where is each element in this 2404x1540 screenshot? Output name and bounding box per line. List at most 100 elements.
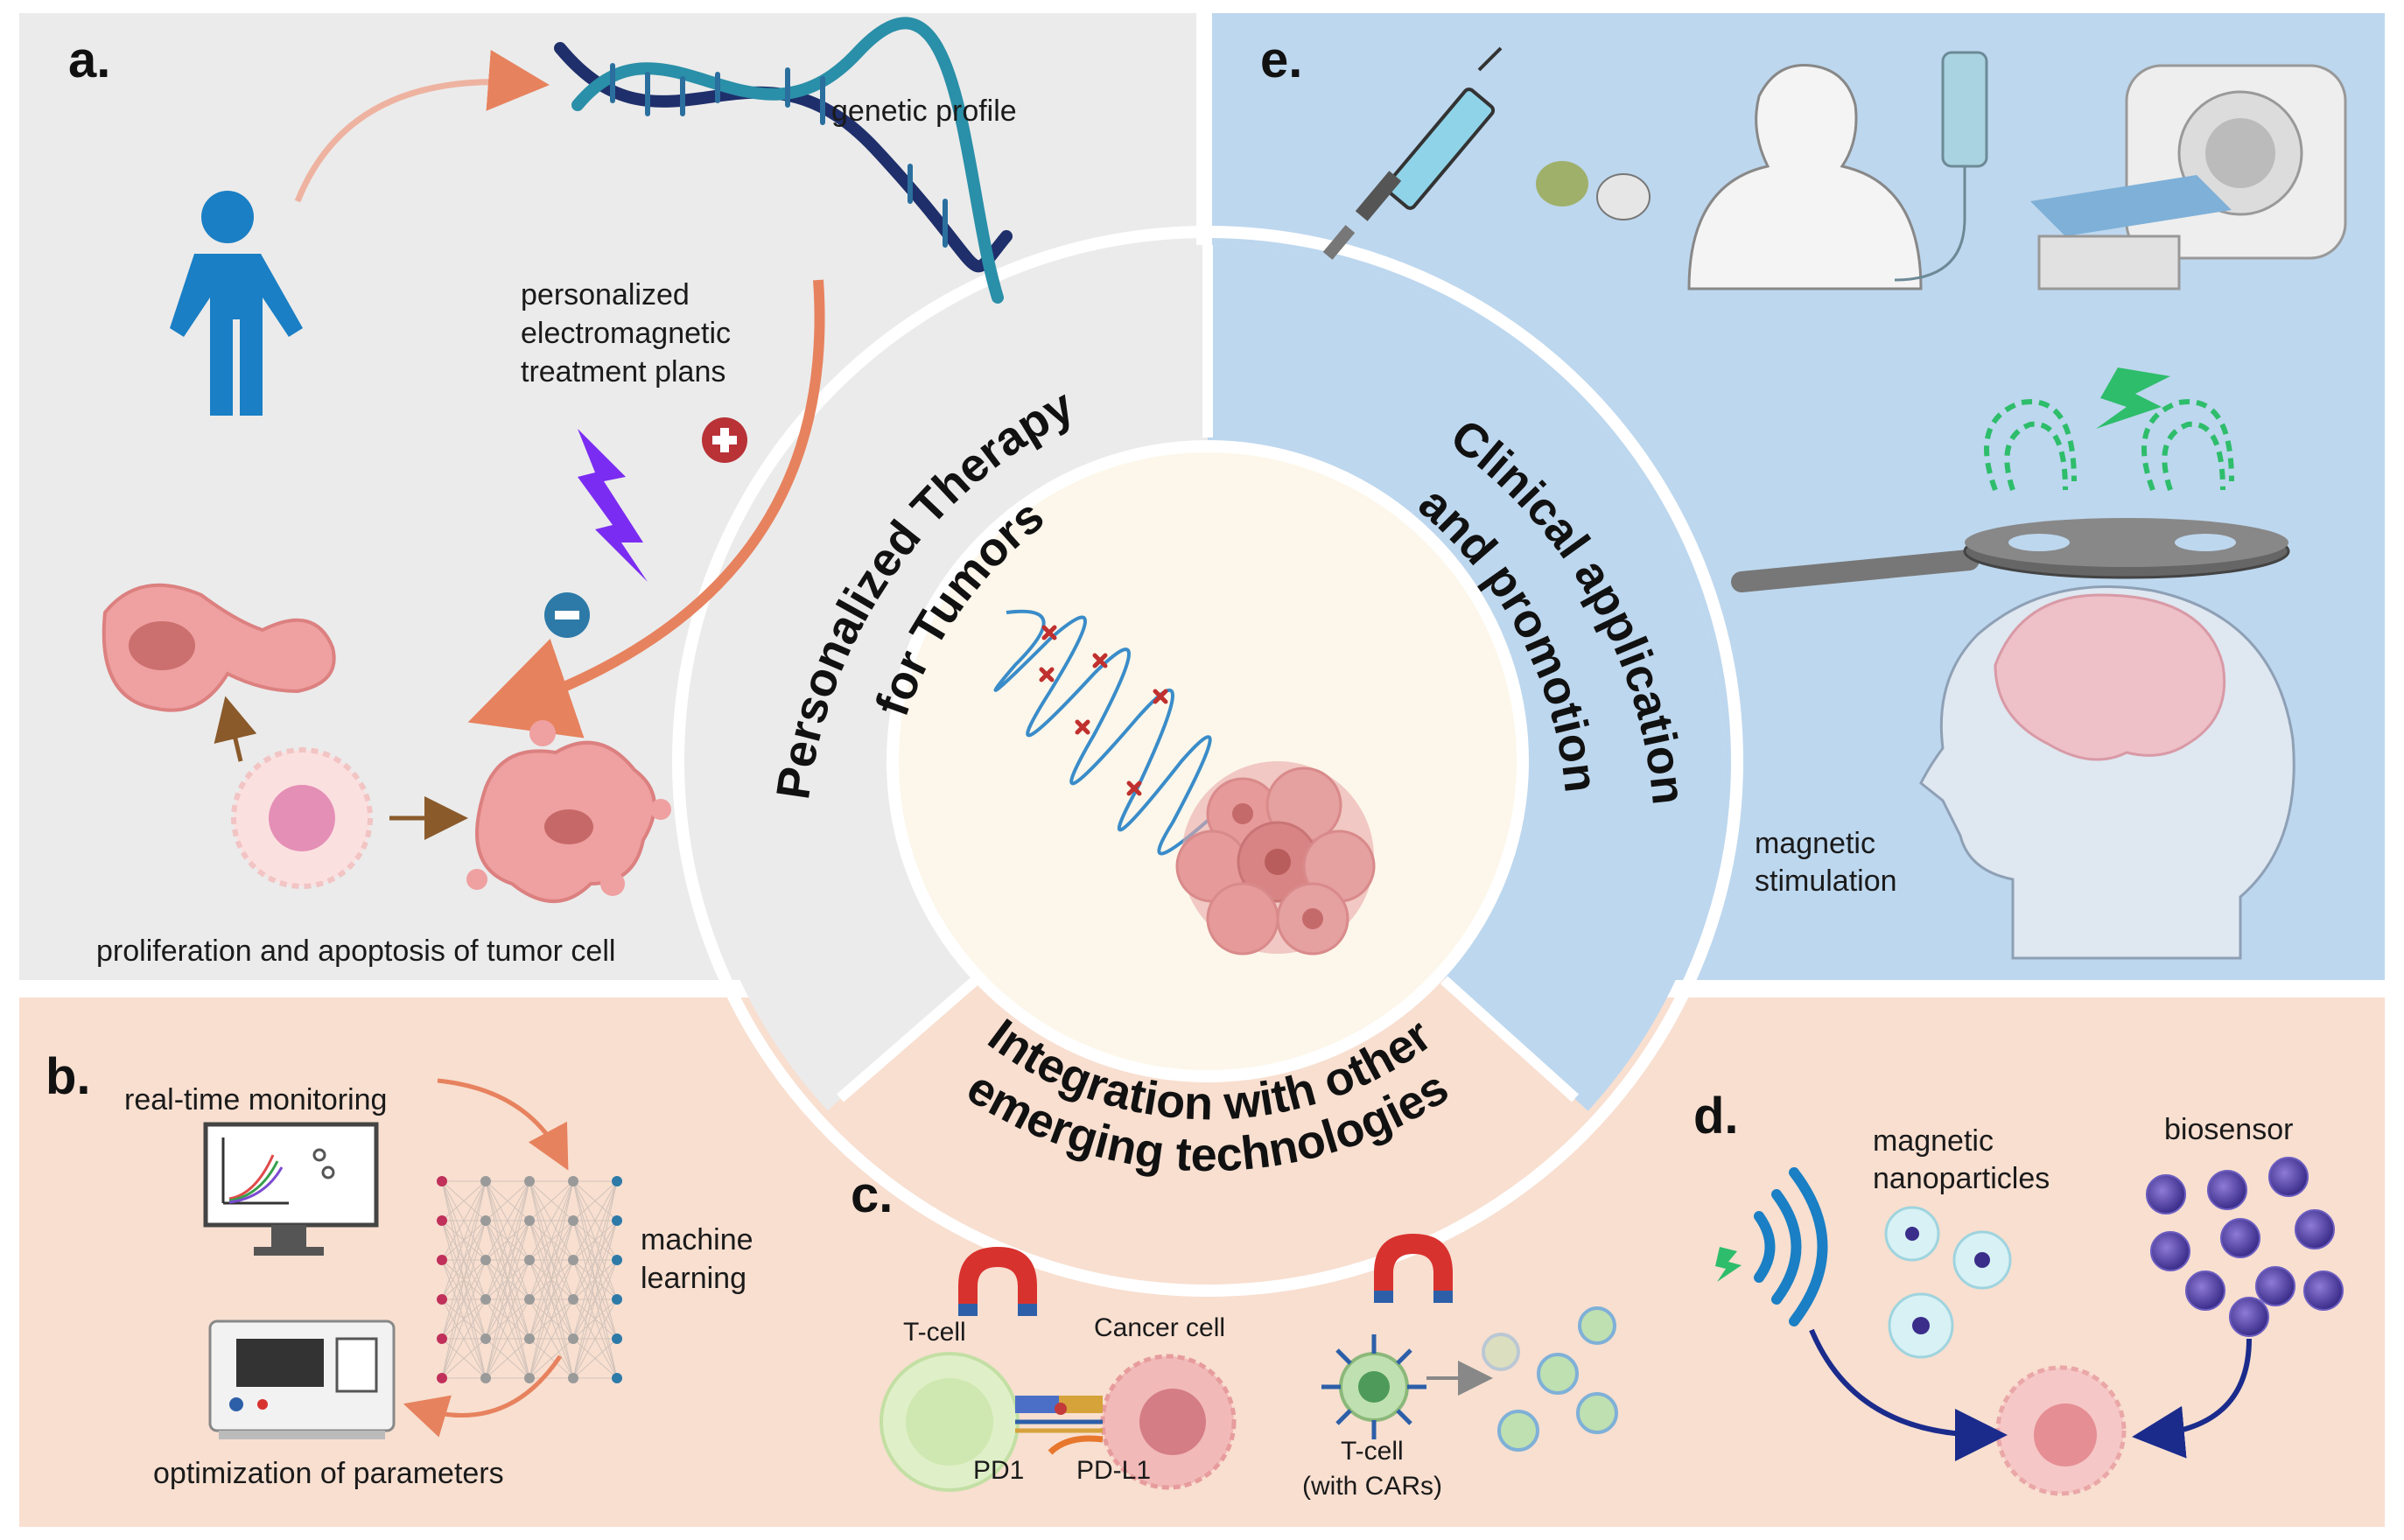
panel-e-letter: e. <box>1260 32 1302 88</box>
car-label-line2: (with CARs) <box>1302 1472 1442 1501</box>
plans-label-line3: treatment plans <box>521 355 725 388</box>
cancer-cell-label: Cancer cell <box>1094 1313 1225 1342</box>
stim-label-line2: stimulation <box>1755 864 1897 898</box>
nn-node <box>524 1176 535 1186</box>
biosensor-bead <box>2255 1266 2295 1306</box>
arrow-plan-to-tumor <box>467 279 825 738</box>
biosensor-beads-icon <box>2146 1157 2344 1337</box>
arrow-up <box>214 696 257 762</box>
neural-network-icon <box>437 1176 622 1383</box>
pd1-label: PD1 <box>973 1456 1024 1485</box>
biosensor-bead <box>2295 1209 2335 1250</box>
tms-coil-icon <box>1731 518 2290 592</box>
nn-node <box>568 1255 578 1265</box>
pdl1-label: PD-L1 <box>1076 1456 1151 1485</box>
tcell-label: T-cell <box>903 1318 966 1347</box>
arrow-monitor-to-ml <box>437 1078 569 1171</box>
arrow-biosensor-to-cell <box>2132 1338 2252 1459</box>
nn-node <box>612 1255 622 1265</box>
dna-helix-icon <box>554 17 1013 304</box>
minus-icon <box>544 592 590 638</box>
arrow-signal-to-cell <box>1809 1328 2008 1461</box>
biosensor-bead <box>2268 1157 2309 1197</box>
nn-node <box>568 1373 578 1383</box>
nn-node <box>524 1334 535 1344</box>
nn-node <box>524 1215 535 1226</box>
t-cell-icon <box>880 1352 1020 1492</box>
nn-node <box>524 1294 535 1305</box>
biosensor-bead <box>2207 1170 2247 1210</box>
biosensor-bead <box>2229 1297 2269 1337</box>
arrow-person-to-dna <box>294 49 550 203</box>
nn-node <box>612 1334 622 1344</box>
wifi-signal-icon <box>1754 1167 1828 1326</box>
nn-node <box>568 1334 578 1344</box>
iv-bag-icon <box>1894 51 1988 282</box>
nn-node <box>480 1215 491 1226</box>
nn-node <box>480 1294 491 1305</box>
central-ring <box>672 226 1743 1297</box>
monitor-icon <box>203 1122 379 1256</box>
dividing-cell-icon <box>102 583 336 712</box>
nn-node <box>437 1334 447 1344</box>
nn-node <box>612 1294 622 1305</box>
apoptotic-cell-icon <box>466 720 671 903</box>
car-t-cell-icon <box>1321 1334 1426 1439</box>
patient-torso-icon <box>1687 63 1923 290</box>
biosensor-bead <box>2303 1270 2344 1311</box>
syringe-icon <box>1322 46 1503 260</box>
plus-icon <box>702 417 747 463</box>
pd1-pdl1-binding-icon <box>1015 1396 1104 1455</box>
panel-c-letter: c. <box>851 1166 893 1223</box>
magnetic-nanoparticles-icon <box>1884 1206 2012 1359</box>
mri-scanner-icon <box>2030 64 2347 290</box>
green-lightning-icon <box>2096 368 2170 429</box>
small-lightning-icon <box>1715 1247 1742 1282</box>
nn-node <box>612 1373 622 1383</box>
magnet-icon <box>958 1247 1037 1316</box>
panel-a-letter: a. <box>68 32 110 88</box>
nn-node <box>568 1294 578 1305</box>
tumor-cell-icon <box>231 747 373 889</box>
mutated-strand-icon <box>993 609 1227 856</box>
nn-node <box>437 1294 447 1305</box>
nn-node <box>437 1215 447 1226</box>
nn-node <box>437 1255 447 1265</box>
nn-node <box>524 1255 535 1265</box>
capsule-icon <box>1536 161 1651 220</box>
expanded-car-t-cells <box>1482 1306 1618 1452</box>
genetic-profile-label: genetic profile <box>831 94 1017 128</box>
monitoring-label: real-time monitoring <box>124 1083 387 1116</box>
lightning-icon <box>578 429 648 582</box>
nn-node <box>437 1176 447 1186</box>
nn-node <box>480 1334 491 1344</box>
panel-d-letter: d. <box>1693 1088 1739 1144</box>
ml-label-line1: machine <box>641 1223 753 1256</box>
nn-node <box>524 1373 535 1383</box>
plans-label-line1: personalized <box>521 278 690 312</box>
nn-node <box>568 1176 578 1186</box>
mnp-label-line2: nanoparticles <box>1873 1162 2050 1195</box>
lab-device-icon <box>208 1320 396 1439</box>
panel-b-letter: b. <box>46 1048 91 1105</box>
person-icon <box>170 191 303 416</box>
optimization-label: optimization of parameters <box>153 1457 504 1490</box>
biosensor-bead <box>2220 1218 2260 1258</box>
car-label-line1: T-cell <box>1341 1437 1404 1466</box>
magnet-icon-2 <box>1374 1234 1453 1303</box>
target-cell-icon <box>1995 1365 2127 1496</box>
nn-node <box>568 1215 578 1226</box>
mnp-label-line1: magnetic <box>1873 1124 1994 1158</box>
nn-node <box>612 1215 622 1226</box>
biosensor-bead <box>2185 1270 2225 1311</box>
panel-a-caption: proliferation and apoptosis of tumor cel… <box>96 934 615 968</box>
tumor-cluster-icon <box>1175 761 1376 956</box>
nn-node <box>480 1255 491 1265</box>
arrow-ml-to-device <box>403 1354 563 1438</box>
nn-node <box>480 1373 491 1383</box>
nn-node <box>437 1373 447 1383</box>
ml-label-line2: learning <box>641 1262 746 1295</box>
mutation-markers <box>1039 625 1168 796</box>
